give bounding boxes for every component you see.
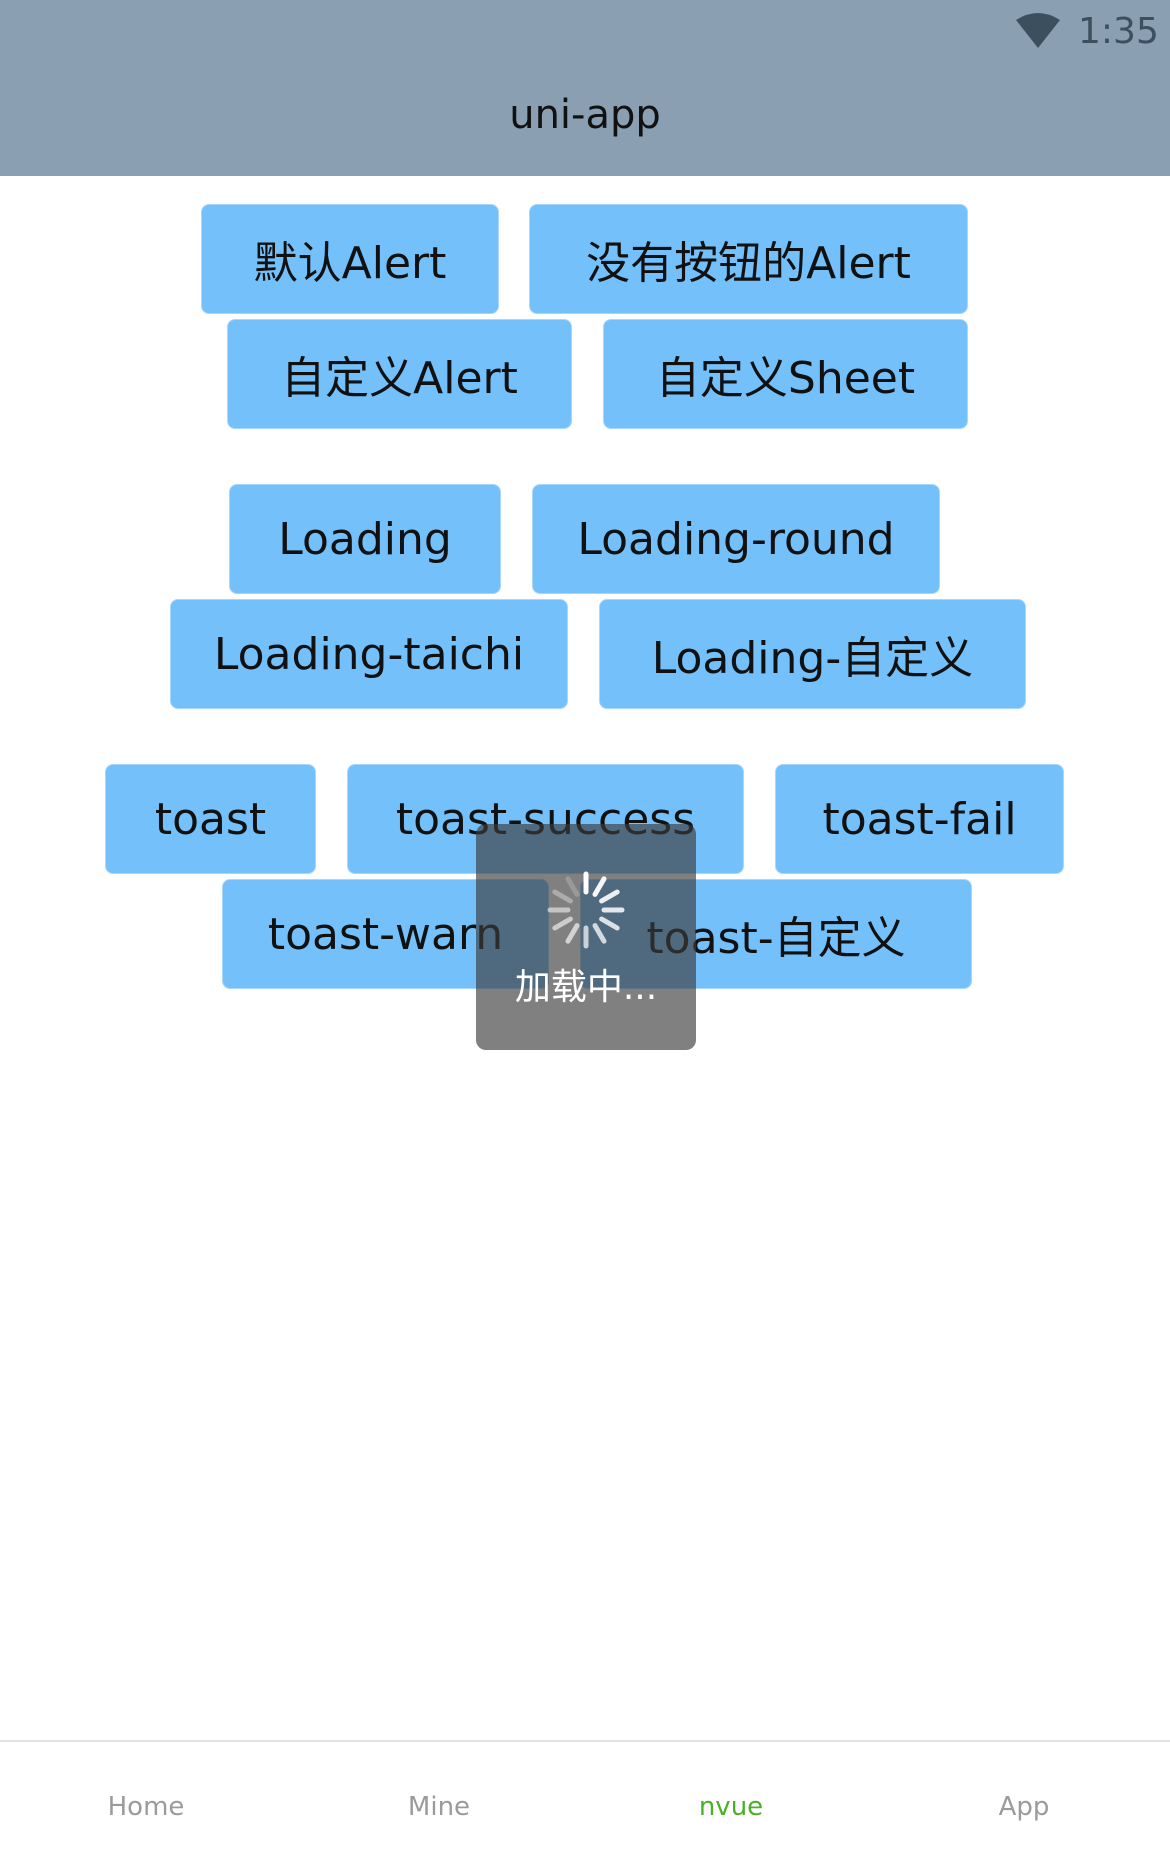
tab-home[interactable]: Home [107,1792,185,1822]
tab-nvue[interactable]: nvue [698,1792,764,1822]
default-alert-button[interactable]: 默认Alert [201,204,499,314]
custom-sheet-button[interactable]: 自定义Sheet [603,319,968,429]
loading-toast: 加载中... [476,824,696,1050]
tab-bar: Home Mine nvue App [0,1740,1170,1872]
page-title: uni-app [509,92,661,138]
spinner-icon [547,871,625,949]
navigation-bar: uni-app [0,70,1170,176]
toast-fail-button[interactable]: toast-fail [775,764,1064,874]
custom-alert-button[interactable]: 自定义Alert [227,319,572,429]
loading-button[interactable]: Loading [229,484,501,594]
tab-mine[interactable]: Mine [407,1792,471,1822]
loading-custom-button[interactable]: Loading-自定义 [599,599,1026,709]
toast-button[interactable]: toast [105,764,316,874]
status-bar: 1:35 [0,0,1170,70]
loading-round-button[interactable]: Loading-round [532,484,940,594]
tab-app[interactable]: App [998,1792,1050,1822]
no-button-alert-button[interactable]: 没有按钮的Alert [529,204,968,314]
content-area: 默认Alert 没有按钮的Alert 自定义Alert 自定义Sheet Loa… [0,176,1170,1740]
status-time: 1:35 [1078,11,1159,52]
loading-text: 加载中... [514,967,658,1008]
wifi-icon [1016,13,1060,48]
loading-taichi-button[interactable]: Loading-taichi [170,599,568,709]
